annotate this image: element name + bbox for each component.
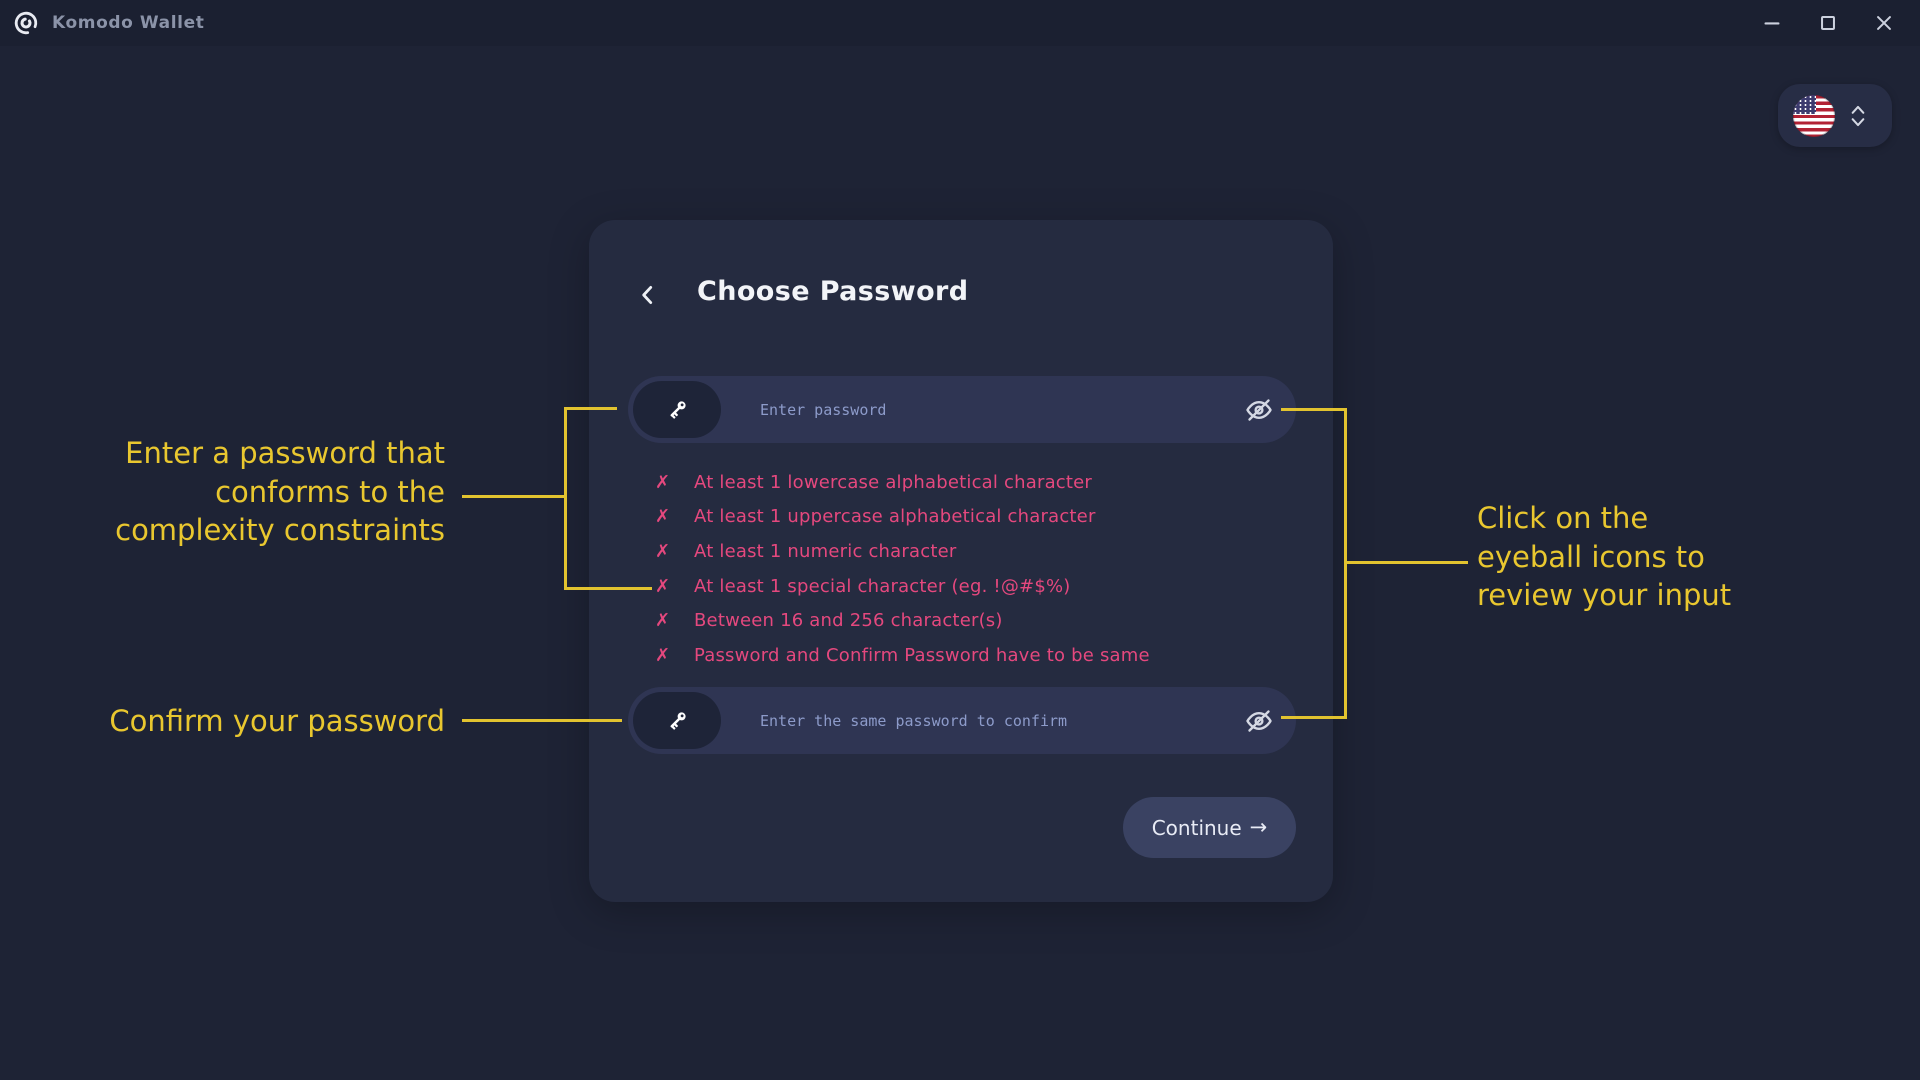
confirm-key-badge (633, 692, 721, 749)
us-flag-canton (1793, 94, 1817, 114)
cross-mark-icon: ✗ (655, 506, 671, 528)
key-icon (670, 711, 686, 730)
title-bar: Komodo Wallet (0, 0, 1920, 46)
password-field[interactable] (628, 376, 1296, 443)
annotation-line: Click on the (1477, 501, 1649, 535)
language-selector[interactable] (1778, 84, 1892, 147)
maximize-icon (1821, 16, 1835, 30)
requirement-item: ✗ Password and Confirm Password have to … (655, 638, 1150, 673)
us-flag-icon (1793, 94, 1835, 137)
requirement-item: ✗ At least 1 lowercase alphabetical char… (655, 465, 1150, 500)
choose-password-card: Choose Password (589, 220, 1333, 902)
annotation-password-note: Enter a password that conforms to the co… (60, 434, 445, 550)
annotation-line: conforms to the (215, 474, 445, 509)
annotation-line: review your input (1477, 578, 1732, 612)
requirement-text: Between 16 and 256 character(s) (694, 610, 1003, 632)
annotation-line: Confirm your password (109, 704, 445, 738)
requirement-item: ✗ At least 1 uppercase alphabetical char… (655, 500, 1150, 535)
eye-off-icon (1246, 710, 1272, 732)
connector-arm-password-field (564, 407, 617, 410)
connector-arm-eye-top (1281, 408, 1347, 411)
connector-line-confirm-note (462, 719, 622, 722)
cross-mark-icon: ✗ (655, 610, 671, 632)
annotation-line: Enter a password that (125, 436, 445, 470)
komodo-logo-icon (14, 11, 38, 35)
password-requirements-list: ✗ At least 1 lowercase alphabetical char… (655, 465, 1150, 673)
cross-mark-icon: ✗ (655, 575, 671, 597)
cross-mark-icon: ✗ (655, 540, 671, 562)
close-button[interactable] (1856, 0, 1912, 46)
confirm-password-field[interactable] (628, 687, 1296, 754)
requirement-item: ✗ Between 16 and 256 character(s) (655, 603, 1150, 638)
minimize-icon (1764, 22, 1780, 25)
continue-button[interactable]: Continue → (1123, 797, 1296, 858)
confirm-password-input[interactable] (760, 687, 1220, 754)
close-icon (1877, 16, 1891, 30)
window-controls (1744, 0, 1912, 46)
app-identity: Komodo Wallet (0, 9, 204, 37)
arrow-right-icon: → (1249, 815, 1268, 839)
connector-arm-eye-bottom (1281, 716, 1347, 719)
minimize-button[interactable] (1744, 0, 1800, 46)
requirement-text: At least 1 special character (eg. !@#$%) (694, 575, 1071, 597)
page-title: Choose Password (697, 276, 969, 307)
maximize-button[interactable] (1800, 0, 1856, 46)
requirement-text: At least 1 numeric character (694, 540, 957, 562)
password-visibility-toggle[interactable] (1240, 391, 1278, 429)
connector-line-password-note (462, 495, 566, 498)
annotation-line: complexity constraints (115, 513, 445, 547)
requirement-text: At least 1 uppercase alphabetical charac… (694, 506, 1096, 528)
app-title: Komodo Wallet (52, 13, 205, 33)
annotation-line: eyeball icons to (1477, 539, 1705, 574)
confirm-visibility-toggle[interactable] (1240, 702, 1278, 740)
key-icon (670, 400, 686, 419)
connector-bracket-left-vertical (564, 407, 567, 590)
requirement-item: ✗ At least 1 numeric character (655, 534, 1150, 569)
connector-arm-requirements (564, 587, 652, 590)
chevron-left-icon (642, 286, 653, 304)
cross-mark-icon: ✗ (655, 644, 671, 666)
annotation-eyeball-note: Click on the eyeball icons to review you… (1477, 499, 1817, 615)
back-button[interactable] (631, 278, 665, 312)
requirement-text: Password and Confirm Password have to be… (694, 644, 1150, 666)
continue-label: Continue (1151, 815, 1242, 840)
requirement-text: At least 1 lowercase alphabetical charac… (694, 471, 1093, 493)
eye-off-icon (1246, 399, 1272, 421)
connector-line-eyeball-note (1344, 561, 1468, 564)
password-key-badge (633, 381, 721, 438)
chevron-up-down-icon (1851, 105, 1865, 126)
annotation-confirm-note: Confirm your password (60, 702, 445, 741)
password-input[interactable] (760, 376, 1220, 443)
cross-mark-icon: ✗ (655, 471, 671, 493)
requirement-item: ✗ At least 1 special character (eg. !@#$… (655, 569, 1150, 604)
